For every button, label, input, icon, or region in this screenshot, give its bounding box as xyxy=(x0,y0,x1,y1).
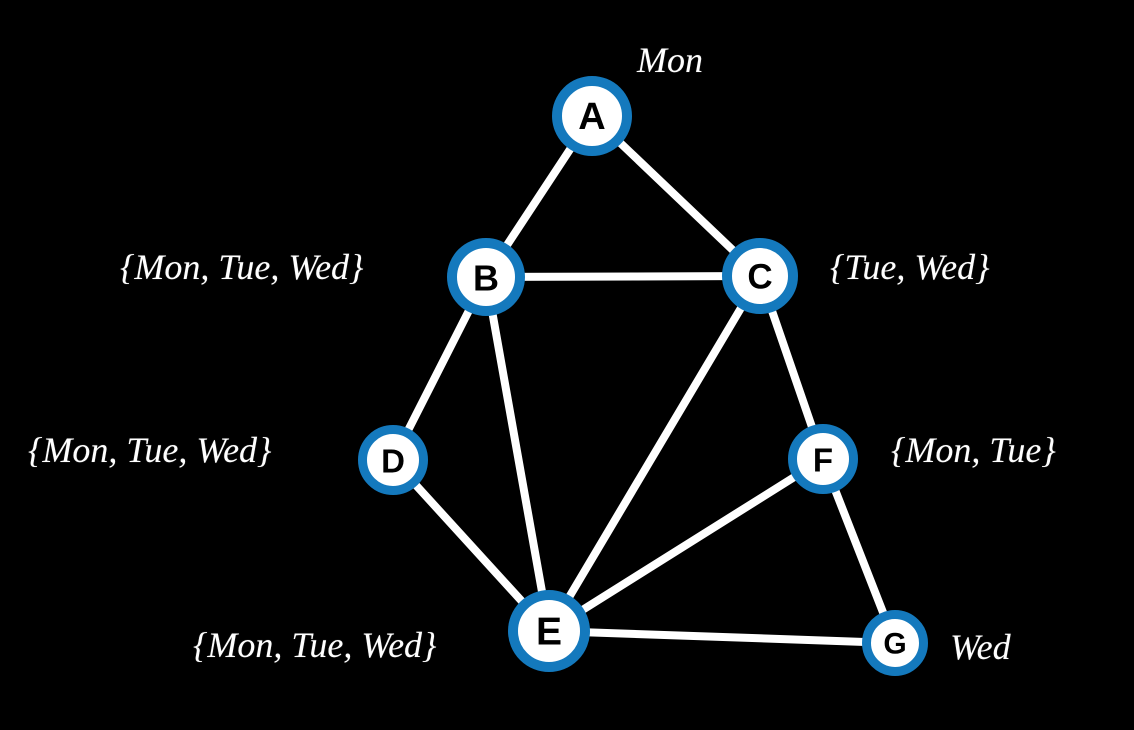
graph-node-b[interactable]: B xyxy=(447,238,525,316)
domain-label-g: Wed xyxy=(950,627,1011,667)
node-circle-b xyxy=(447,238,525,316)
node-letter-c: C xyxy=(747,258,772,297)
node-circle-a xyxy=(552,76,632,156)
node-letter-f: F xyxy=(813,442,833,479)
graph-edge-b-c xyxy=(482,272,764,281)
graph-edge-e-g xyxy=(545,627,899,647)
node-circle-g xyxy=(862,610,928,676)
node-circle-f xyxy=(788,424,858,494)
domain-label-e: {Mon, Tue, Wed} xyxy=(193,625,437,665)
domain-label-a: Mon xyxy=(637,40,703,80)
graph-node-c[interactable]: C xyxy=(722,238,798,314)
graph-edge-c-e xyxy=(545,272,764,635)
domain-label-d: {Mon, Tue, Wed} xyxy=(28,430,272,470)
node-circle-d xyxy=(358,425,428,495)
nodes-group: A B C D E F G xyxy=(358,76,928,676)
node-circle-e xyxy=(508,590,590,672)
graph-node-a[interactable]: A xyxy=(552,76,632,156)
graph-node-e[interactable]: E xyxy=(508,590,590,672)
node-letter-e: E xyxy=(536,611,562,654)
domain-label-f: {Mon, Tue} xyxy=(891,430,1056,470)
graph-node-f[interactable]: F xyxy=(788,424,858,494)
edges-group xyxy=(389,112,899,647)
node-letter-b: B xyxy=(473,258,499,299)
graph-node-d[interactable]: D xyxy=(358,425,428,495)
graph-node-g[interactable]: G xyxy=(862,610,928,676)
domain-label-b: {Mon, Tue, Wed} xyxy=(120,247,364,287)
graph-edge-e-f xyxy=(545,455,827,635)
node-letter-a: A xyxy=(578,96,605,138)
node-letter-g: G xyxy=(883,628,906,661)
domain-label-c: {Tue, Wed} xyxy=(830,247,990,287)
node-circle-c xyxy=(722,238,798,314)
graph-edge-b-e xyxy=(482,273,553,635)
node-letter-d: D xyxy=(381,443,405,480)
